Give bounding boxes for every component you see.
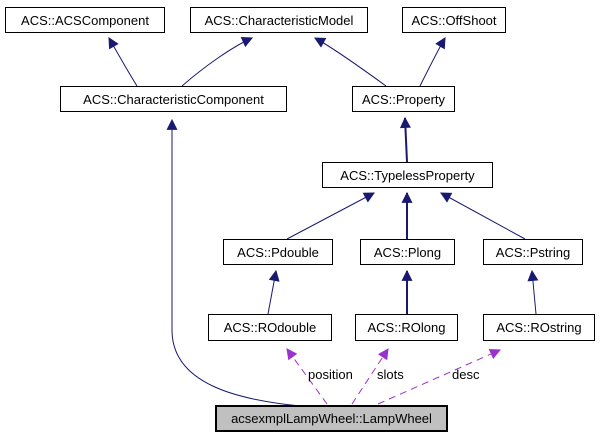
edge-rostring-pstring <box>527 269 539 315</box>
class-node-acs-characteristiccomponent[interactable]: ACS::CharacteristicComponent <box>60 86 287 112</box>
class-node-acs-rolong[interactable]: ACS::ROlong <box>355 314 458 341</box>
edge-pstring-typelessproperty <box>440 192 526 240</box>
class-node-label: ACS::Plong <box>373 244 442 260</box>
class-node-label: ACS::CharacteristicModel <box>204 12 354 28</box>
class-node-acs-acscomponent[interactable]: ACS::ACSComponent <box>5 7 165 33</box>
class-node-acs-offshoot[interactable]: ACS::OffShoot <box>402 7 506 33</box>
class-node-label: ACS::CharacteristicComponent <box>83 91 264 107</box>
class-node-label: acsexmplLampWheel::LampWheel <box>231 411 432 426</box>
edge-lampwheel-rolong-slots <box>351 348 389 405</box>
class-node-label: ACS::TypelessProperty <box>340 167 475 183</box>
edge-lampwheel-characteristiccomponent <box>166 118 301 407</box>
class-node-acs-rodouble[interactable]: ACS::ROdouble <box>208 314 332 341</box>
class-node-acs-pstring[interactable]: ACS::Pstring <box>483 239 583 265</box>
edge-pdouble-typelessproperty <box>286 192 375 240</box>
class-node-acs-pdouble[interactable]: ACS::Pdouble <box>223 239 333 265</box>
class-node-acs-rostring[interactable]: ACS::ROstring <box>483 314 595 341</box>
edge-property-characteristicmodel <box>314 37 387 87</box>
class-node-label: ACS::ROstring <box>496 320 582 335</box>
class-node-acs-property[interactable]: ACS::Property <box>352 86 455 112</box>
class-node-lampwheel-current: acsexmplLampWheel::LampWheel <box>215 405 448 432</box>
edge-label-slots: slots <box>377 367 404 382</box>
class-node-label: ACS::ROdouble <box>223 320 317 335</box>
class-node-acs-characteristicmodel[interactable]: ACS::CharacteristicModel <box>190 7 368 33</box>
class-node-label: ACS::Pstring <box>495 244 571 260</box>
class-node-label: ACS::ACSComponent <box>21 12 149 28</box>
edge-label-position: position <box>308 367 353 382</box>
edge-label-desc: desc <box>452 367 480 382</box>
edge-lampwheel-rostring-desc <box>377 348 502 405</box>
class-node-label: ACS::OffShoot <box>411 12 497 28</box>
class-node-acs-typelessproperty[interactable]: ACS::TypelessProperty <box>322 162 493 188</box>
edge-characteristiccomponent-characteristicmodel <box>181 37 254 87</box>
class-node-acs-plong[interactable]: ACS::Plong <box>360 239 455 265</box>
class-node-label: ACS::Property <box>361 91 446 107</box>
edge-property-offshoot <box>419 37 446 87</box>
edge-rodouble-pdouble <box>267 269 280 315</box>
edge-characteristiccomponent-acscomponent <box>108 37 138 87</box>
class-node-label: ACS::Pdouble <box>237 244 319 260</box>
edge-typelessproperty-property <box>399 116 411 163</box>
class-node-label: ACS::ROlong <box>367 320 446 335</box>
